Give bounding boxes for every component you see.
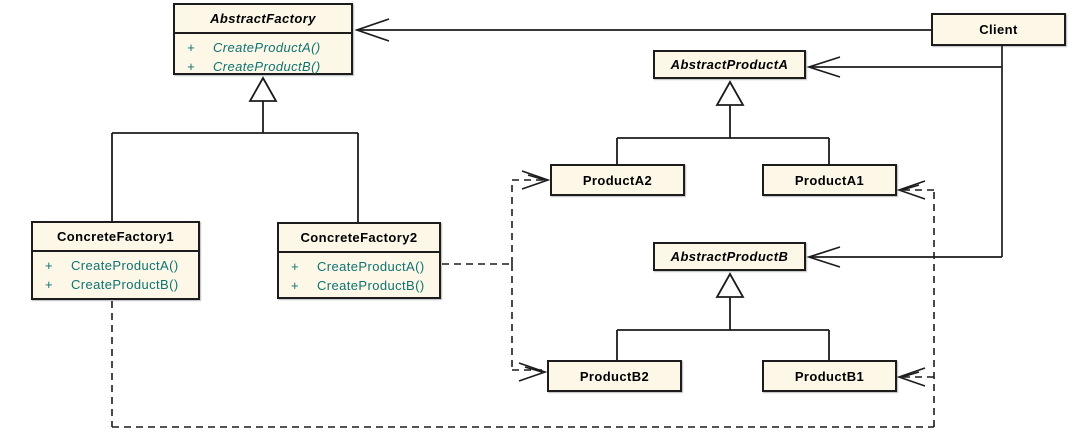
hollow-triangle-icon (248, 76, 278, 102)
method-compartment: + CreateProductA() + CreateProductB() (279, 253, 439, 295)
method-compartment: + CreateProductA() + CreateProductB() (33, 252, 198, 294)
class-producta2[interactable]: ProductA2 (550, 164, 685, 196)
visibility-marker: + (291, 259, 299, 274)
class-title: AbstractProductA (670, 57, 789, 72)
visibility-marker: + (45, 277, 53, 292)
class-abstractfactory[interactable]: AbstractFactory + CreateProductA() + Cre… (173, 3, 353, 75)
class-abstractproducta[interactable]: AbstractProductA (653, 50, 806, 79)
open-arrowhead-icon (527, 174, 546, 181)
method-compartment: + CreateProductA() + CreateProductB() (175, 34, 351, 76)
class-title: AbstractFactory (175, 5, 351, 34)
method-signature: CreateProductB() (213, 59, 321, 74)
open-arrowhead-icon (901, 184, 920, 191)
visibility-marker: + (45, 258, 53, 273)
open-arrowhead-icon (901, 371, 920, 378)
dependency-arrowheads-right (896, 180, 926, 387)
association-client-abstractfactory[interactable] (354, 18, 931, 42)
open-arrowhead-icon (518, 362, 548, 382)
method-signature: CreateProductA() (213, 40, 321, 55)
visibility-marker: + (187, 59, 195, 74)
class-title: ProductA1 (794, 172, 865, 188)
generalization-products-abstractproducta[interactable] (616, 80, 830, 164)
class-title: AbstractProductB (670, 249, 789, 264)
class-concretefactory1[interactable]: ConcreteFactory1 + CreateProductA() + Cr… (31, 221, 200, 300)
method-signature: CreateProductB() (71, 277, 179, 292)
method-createproducta[interactable]: + CreateProductA() (33, 256, 198, 275)
dependency-concretefactory1-products[interactable] (111, 189, 935, 428)
class-title: ProductA2 (582, 172, 653, 188)
generalization-products-abstractproductb[interactable] (616, 272, 830, 360)
method-createproducta[interactable]: + CreateProductA() (175, 38, 351, 57)
dependency-arrowheads-left (518, 170, 551, 382)
association-client-abstractproductb[interactable] (806, 67, 1003, 268)
open-arrowhead-icon (806, 56, 841, 78)
class-client[interactable]: Client (931, 13, 1066, 46)
hollow-triangle-icon (715, 272, 745, 298)
open-arrowhead-icon (806, 246, 841, 268)
hollow-triangle-icon (715, 80, 745, 106)
method-createproducta[interactable]: + CreateProductA() (279, 257, 439, 276)
class-title: ProductB1 (794, 368, 865, 384)
open-arrowhead-icon (521, 170, 551, 190)
class-title: ConcreteFactory1 (33, 223, 198, 252)
method-createproductb[interactable]: + CreateProductB() (279, 276, 439, 295)
method-signature: CreateProductA() (71, 258, 179, 273)
open-arrowhead-icon (524, 366, 543, 373)
visibility-marker: + (187, 40, 195, 55)
class-title: ProductB2 (579, 368, 650, 384)
class-title: ConcreteFactory2 (279, 224, 439, 253)
method-createproductb[interactable]: + CreateProductB() (175, 57, 351, 76)
class-producta1[interactable]: ProductA1 (762, 164, 897, 196)
class-title: Client (979, 22, 1018, 37)
class-productb1[interactable]: ProductB1 (762, 360, 897, 392)
open-arrowhead-icon (896, 367, 926, 387)
method-signature: CreateProductA() (317, 259, 425, 274)
class-concretefactory2[interactable]: ConcreteFactory2 + CreateProductA() + Cr… (277, 222, 441, 299)
generalization-concretefactories-abstractfactory[interactable] (111, 76, 359, 222)
method-createproductb[interactable]: + CreateProductB() (33, 275, 198, 294)
visibility-marker: + (291, 278, 299, 293)
open-arrowhead-icon (896, 180, 926, 200)
association-client-abstractproducta[interactable] (806, 46, 1003, 78)
class-productb2[interactable]: ProductB2 (547, 360, 682, 392)
dependency-concretefactory2-products[interactable] (442, 179, 545, 371)
method-signature: CreateProductB() (317, 278, 425, 293)
class-abstractproductb[interactable]: AbstractProductB (653, 242, 806, 271)
